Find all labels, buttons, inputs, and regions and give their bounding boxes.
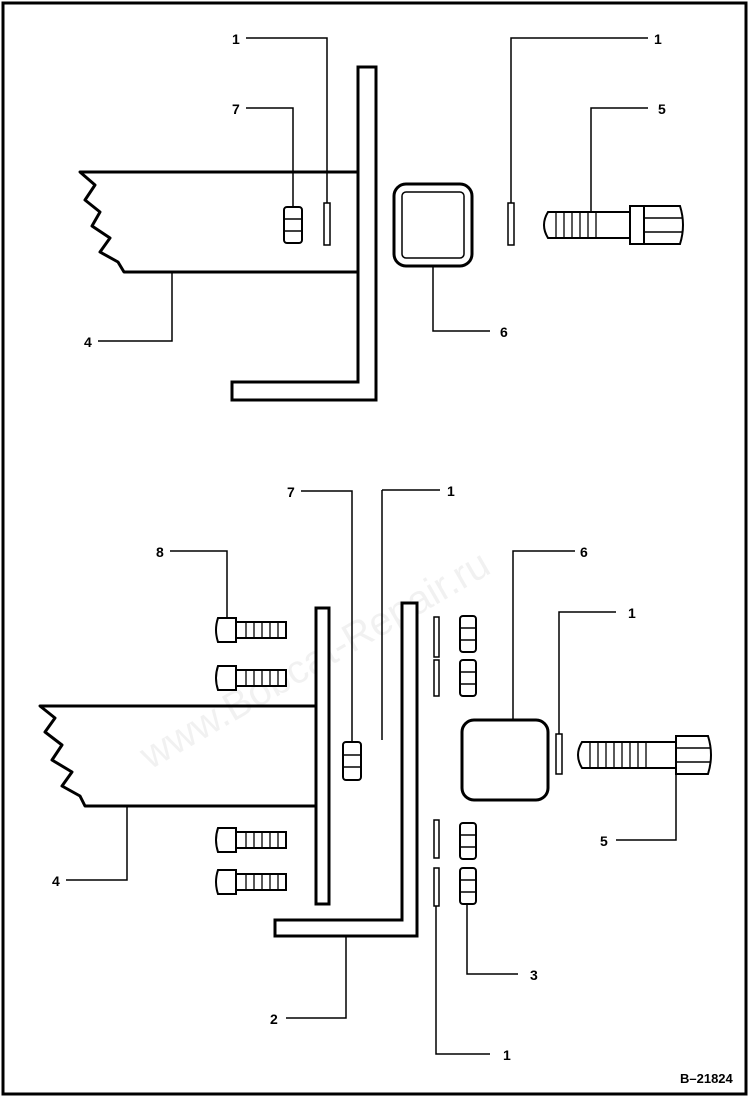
callout-4-bottom: 4 — [52, 873, 60, 889]
callout-8-bottom: 8 — [156, 544, 164, 560]
bolt-icon-bottom — [577, 735, 712, 775]
bolt-icon-8-upper-b — [215, 665, 287, 691]
leader-1-bottom-lower — [435, 906, 490, 1055]
frame-end-plate — [314, 606, 331, 906]
leader-3-bottom — [466, 904, 518, 975]
rubber-pad-bottom — [460, 718, 550, 802]
callout-6-bottom: 6 — [580, 544, 588, 560]
leader-1-top-right — [510, 37, 648, 203]
callout-3-bottom: 3 — [530, 967, 538, 983]
frame-member-bottom — [38, 704, 316, 808]
callout-1-bottom-right: 1 — [628, 605, 636, 621]
callout-1-top-right: 1 — [654, 31, 662, 47]
watermark: www.Bobcat-Repair.ru — [132, 542, 498, 778]
leader-2-bottom — [286, 936, 347, 1019]
leader-4-top — [98, 272, 173, 342]
bolt-icon-8-lower-a — [215, 827, 287, 853]
shim-strip-bottom-right — [555, 733, 563, 775]
callout-1-top-left: 1 — [232, 31, 240, 47]
bottom-view: 7 1 8 6 1 4 5 3 2 1 — [38, 483, 712, 1063]
leader-1-bottom-right — [558, 611, 616, 734]
nut-icon-3-c — [459, 822, 477, 860]
rubber-pad-inner-top — [401, 191, 465, 259]
shim-strip-bottom-2 — [433, 659, 440, 697]
leader-4-bottom — [66, 806, 128, 881]
callout-6-top: 6 — [500, 324, 508, 340]
callout-2-bottom: 2 — [270, 1011, 278, 1027]
leader-6-bottom — [512, 550, 575, 720]
leader-6-top — [432, 266, 490, 332]
nut-icon-3-b — [459, 659, 477, 697]
mount-bracket-top — [230, 65, 378, 402]
leader-5-top — [590, 107, 648, 212]
shim-strip-top-right — [507, 202, 515, 246]
shim-strip-bottom-4 — [433, 867, 440, 907]
callout-5-top: 5 — [658, 101, 666, 117]
bolt-icon-8-upper-a — [215, 617, 287, 643]
shim-strip-top-left — [323, 202, 331, 246]
leader-5-bottom — [616, 768, 677, 841]
nut-icon-3-d — [459, 867, 477, 905]
figure-id: B–21824 — [680, 1071, 734, 1086]
leader-1-top-left — [246, 37, 328, 203]
callout-4-top: 4 — [84, 334, 92, 350]
top-view: 1 7 1 5 4 6 — [78, 31, 684, 402]
callout-7-top: 7 — [232, 101, 240, 117]
nut-icon-top — [283, 206, 303, 244]
bolt-icon-8-lower-b — [215, 869, 287, 895]
leader-8-bottom — [170, 550, 228, 618]
callout-1-bottom-lower: 1 — [503, 1047, 511, 1063]
nut-icon-3-a — [459, 615, 477, 653]
leader-7-top — [246, 107, 294, 207]
callout-5-bottom: 5 — [600, 833, 608, 849]
leader-7-bottom — [301, 490, 353, 742]
callout-7-bottom: 7 — [287, 484, 295, 500]
shim-strip-bottom-1 — [433, 616, 440, 658]
mount-bracket-bottom — [273, 601, 419, 938]
shim-strip-bottom-3 — [433, 819, 440, 859]
rubber-pad-top — [392, 182, 474, 268]
bolt-icon-top — [543, 205, 684, 245]
callout-1-bottom-upper: 1 — [447, 483, 455, 499]
frame-member-top — [78, 170, 358, 274]
nut-icon-bottom — [342, 741, 362, 781]
